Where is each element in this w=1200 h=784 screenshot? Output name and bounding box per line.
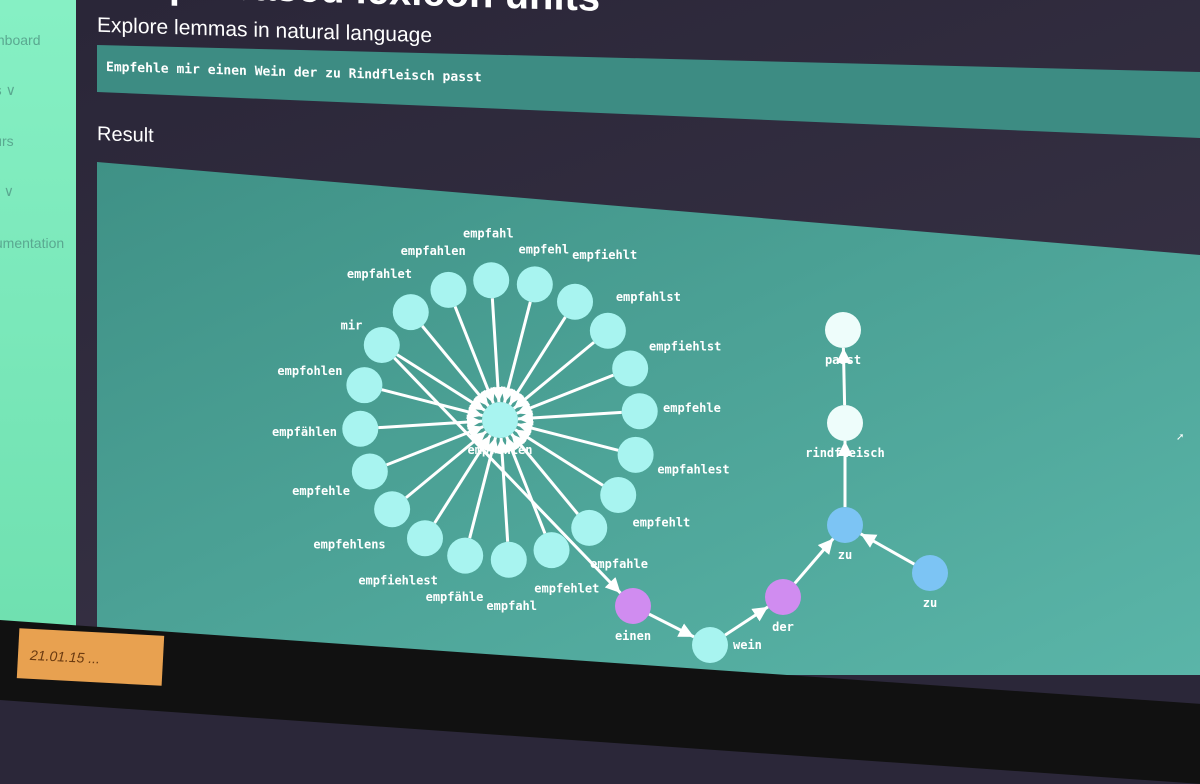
graph-node-label: empfähle <box>426 590 484 604</box>
graph-node-label: mir <box>341 319 363 333</box>
graph-node[interactable] <box>765 579 801 615</box>
graph-edge <box>516 373 614 415</box>
graph-edge <box>517 420 619 452</box>
graph-edge <box>494 437 510 542</box>
graph-node-label: empfahlest <box>657 463 729 477</box>
graph-node-label: der <box>772 620 794 634</box>
graph-node-label: zu <box>838 548 852 562</box>
graph-node-label: empfahlst <box>616 290 681 304</box>
graph-node-label: empfehle <box>663 401 721 415</box>
graph-edge <box>378 414 483 430</box>
sidebar-item-documentation[interactable]: Documentation <box>0 235 65 251</box>
graph-node[interactable] <box>557 283 594 320</box>
graph-node-label: empfiehlt <box>572 248 637 262</box>
graph-node-label: empfehl <box>518 242 569 256</box>
graph-edge <box>510 432 579 515</box>
graph-node-label: empfehlet <box>534 582 599 596</box>
graph-node[interactable] <box>615 588 651 624</box>
graph-node[interactable] <box>612 350 649 387</box>
graph-node[interactable] <box>600 477 637 514</box>
graph-node-label: empfahl <box>463 227 514 241</box>
result-heading: Result <box>97 123 154 147</box>
graph-edge <box>859 532 916 566</box>
graph-nodes <box>342 262 948 663</box>
graph-edge <box>724 605 769 637</box>
graph-node[interactable] <box>912 555 948 591</box>
graph-edge <box>421 325 490 408</box>
graph-node-label: einen <box>615 629 651 643</box>
graph-node[interactable] <box>351 453 388 490</box>
graph-node[interactable] <box>692 627 728 663</box>
graph-node[interactable] <box>406 520 443 557</box>
graph-node[interactable] <box>490 541 527 578</box>
sidebar-item-neighbours[interactable]: Neighbours <box>0 133 14 149</box>
graph-node[interactable] <box>363 326 400 363</box>
graph-edge <box>512 341 595 410</box>
graph-node-label: empfahlet <box>347 267 412 281</box>
graph-node-label: empfahlen <box>401 244 466 258</box>
graph-edge <box>648 612 695 639</box>
graph-node-label: empfehlt <box>632 515 690 529</box>
mouse-cursor-icon: ➚ <box>1176 432 1185 443</box>
graph-node[interactable] <box>533 532 570 569</box>
graph-edge <box>508 316 567 406</box>
graph-node[interactable] <box>825 312 861 348</box>
graph-node[interactable] <box>621 393 658 430</box>
graph-edge <box>490 298 506 403</box>
graph-node-label: wein <box>733 638 762 652</box>
graph-edge <box>793 537 835 585</box>
graph-node[interactable] <box>374 491 411 528</box>
graph-node[interactable] <box>430 271 467 308</box>
graph-edge <box>393 356 622 595</box>
graph-edge <box>396 353 486 412</box>
graph-edge <box>468 437 500 539</box>
graph-node-label: empfehlens <box>313 537 385 551</box>
graph-node-label: empfählen <box>272 425 337 439</box>
graph-edges <box>378 298 916 639</box>
graph-node[interactable] <box>516 266 553 303</box>
graph-canvas: empfehlen empfahlet empfahlen empfahl empfeh… <box>97 45 1200 675</box>
graph-node-label: empfohlen <box>277 364 342 378</box>
graph-node[interactable] <box>482 402 518 438</box>
graph-node-label: passt <box>825 353 861 367</box>
graph-labels: empfehlen empfahlet empfahlen empfahl empfeh… <box>272 227 937 652</box>
graph-node[interactable] <box>827 507 863 543</box>
graph-node-label: zu <box>923 596 937 610</box>
graph-node[interactable] <box>392 294 429 331</box>
graph-node[interactable] <box>617 436 654 473</box>
graph-node[interactable] <box>589 312 626 349</box>
sidebar-item-dashboard[interactable]: Dashboard <box>0 32 41 48</box>
sidebar-item-lemmas[interactable]: Lemmas ∨ <box>0 82 16 98</box>
graph-node[interactable] <box>342 410 379 447</box>
graph-node[interactable] <box>827 405 863 441</box>
graph-edge <box>505 436 547 534</box>
graph-node-label: empfehle <box>292 484 350 498</box>
graph-edge <box>453 306 495 404</box>
graph-edge <box>517 410 622 426</box>
graph-edge <box>514 428 604 487</box>
graph-node-label: empfahle <box>590 557 648 571</box>
graph-node[interactable] <box>473 262 510 299</box>
query-input-background[interactable] <box>97 45 1200 138</box>
graph-node-label: empfiehlest <box>358 574 437 588</box>
sidebar: Dashboard Lemmas ∨ Neighbours Graphs ∨ D… <box>0 0 76 632</box>
graph-node-label: empfiehlst <box>649 340 721 354</box>
graph-node[interactable] <box>346 367 383 404</box>
graph-edge <box>500 301 532 403</box>
graph-edge <box>836 347 852 406</box>
graph-edge <box>381 388 483 420</box>
graph-edge <box>405 430 488 499</box>
sidebar-item-graphs[interactable]: Graphs ∨ <box>0 183 15 199</box>
graph-node[interactable] <box>447 537 484 574</box>
sticky-note: 21.01.15 ... <box>16 628 165 686</box>
graph-node[interactable] <box>571 509 608 546</box>
graph-node-label: empfahl <box>486 599 537 613</box>
graph-node-label: empfehlen <box>467 443 532 457</box>
graph-node-label: rindfleisch <box>805 446 884 460</box>
